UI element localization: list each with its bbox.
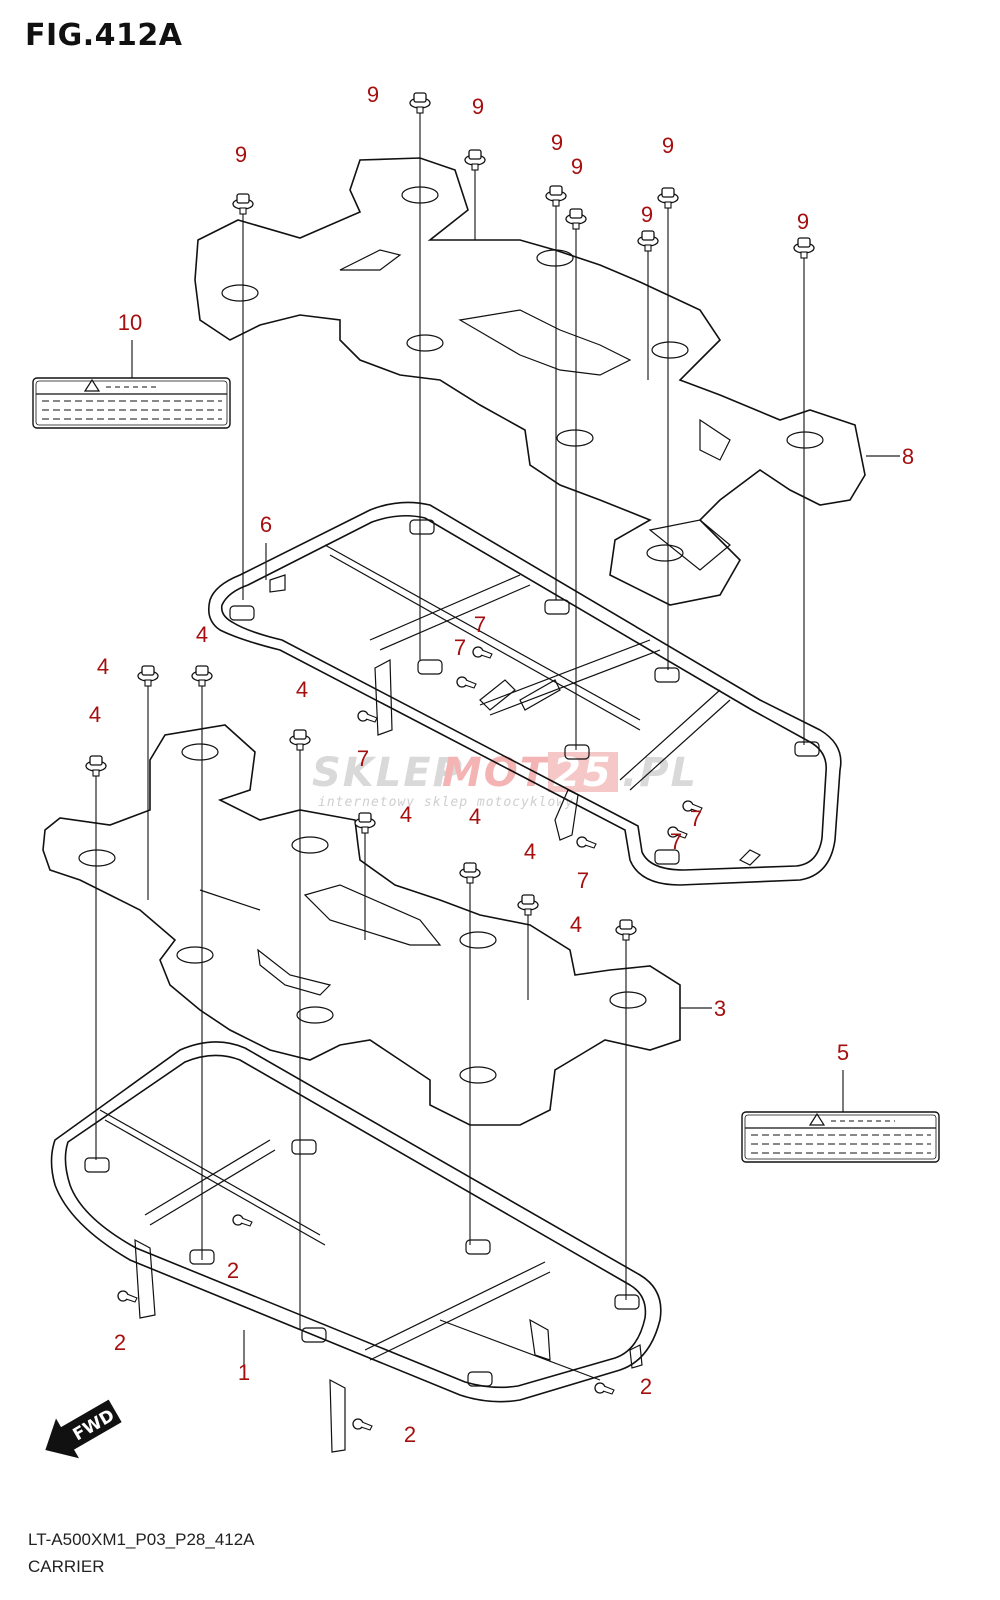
screw-icon [472,646,493,659]
bolt-icon [459,862,481,1245]
part-callout-9[interactable]: 9 [367,82,379,107]
bolts [85,92,815,1431]
screw-icon [456,676,477,689]
watermark-brand-num: 25 [553,750,613,796]
part-callout-4[interactable]: 4 [196,622,208,647]
warning-label-10 [32,340,231,429]
bolt-icon [354,812,376,940]
part-callout-6[interactable]: 6 [260,512,272,537]
warning-triangle-icon [83,378,101,392]
bolt-icon [565,208,587,750]
part-callout-7[interactable]: 7 [357,746,369,771]
leader-lines [243,455,900,1368]
screw-icon [682,800,703,813]
screw-icon [232,1214,253,1227]
figure-code: LT-A500XM1_P03_P28_412A [28,1530,255,1549]
part-callout-7[interactable]: 7 [454,635,466,660]
part-callout-9[interactable]: 9 [797,209,809,234]
bolt-icon [289,729,311,1330]
fwd-direction-badge[interactable]: FWD [34,1391,126,1471]
part-callout-7[interactable]: 7 [670,829,682,854]
part-callout-4[interactable]: 4 [296,677,308,702]
bolt-icon [409,92,431,660]
watermark-brand-gray: SKLEP [312,750,464,796]
arrow-left-down-icon [45,1399,122,1459]
watermark-brand-tld: .PL [622,750,698,796]
bolt-icon [637,230,659,380]
part-callout-2[interactable]: 2 [404,1422,416,1447]
part-callout-2[interactable]: 2 [227,1258,239,1283]
screw-icon [352,1418,373,1431]
part-callout-9[interactable]: 9 [662,133,674,158]
figure-title: FIG.412A [25,18,183,53]
bolt-icon [517,894,539,1000]
part-callout-2[interactable]: 2 [640,1374,652,1399]
part-callout-7[interactable]: 7 [577,868,589,893]
part-callout-2[interactable]: 2 [114,1330,126,1355]
front-carrier-frame [50,1041,662,1453]
part-callout-9[interactable]: 9 [641,202,653,227]
warning-triangle-icon [808,1112,826,1126]
front-carrier-mat [42,724,681,1126]
bolt-icon [464,149,486,240]
part-callout-7[interactable]: 7 [474,612,486,637]
part-callout-4[interactable]: 4 [469,804,481,829]
part-callout-7[interactable]: 7 [690,806,702,831]
part-callout-4[interactable]: 4 [524,839,536,864]
part-callout-5[interactable]: 5 [837,1040,849,1065]
bolt-icon [191,665,213,1260]
screw-icon [357,710,378,723]
rear-carrier-frame [207,501,842,886]
screw-icon [667,826,688,839]
part-callout-4[interactable]: 4 [570,912,582,937]
rear-carrier-mat [194,157,866,606]
part-callout-9[interactable]: 9 [472,94,484,119]
part-callout-8[interactable]: 8 [902,444,914,469]
part-callout-4[interactable]: 4 [400,802,412,827]
part-callout-3[interactable]: 3 [714,996,726,1021]
part-callout-4[interactable]: 4 [97,654,109,679]
screw-icon [576,836,597,849]
watermark: SKLEP MOTO 25 .PL internetowy sklep moto… [312,750,698,810]
bolt-icon [545,185,567,600]
bolt-icon [85,755,107,1160]
part-callout-10[interactable]: 10 [118,310,142,335]
screw-icon [594,1382,615,1395]
watermark-tagline: internetowy sklep motocyklowy [318,795,574,810]
bolt-icon [615,919,637,1300]
bolt-icon [232,193,254,600]
bolt-icon [657,187,679,670]
warning-label-5 [741,1070,940,1163]
screw-icon [117,1290,138,1303]
part-callout-9[interactable]: 9 [551,130,563,155]
part-callout-1[interactable]: 1 [238,1360,250,1385]
part-callout-4[interactable]: 4 [89,702,101,727]
part-callout-9[interactable]: 9 [571,154,583,179]
bolt-icon [793,237,815,745]
figure-name: CARRIER [28,1557,105,1576]
part-callout-9[interactable]: 9 [235,142,247,167]
bolt-icon [137,665,159,900]
